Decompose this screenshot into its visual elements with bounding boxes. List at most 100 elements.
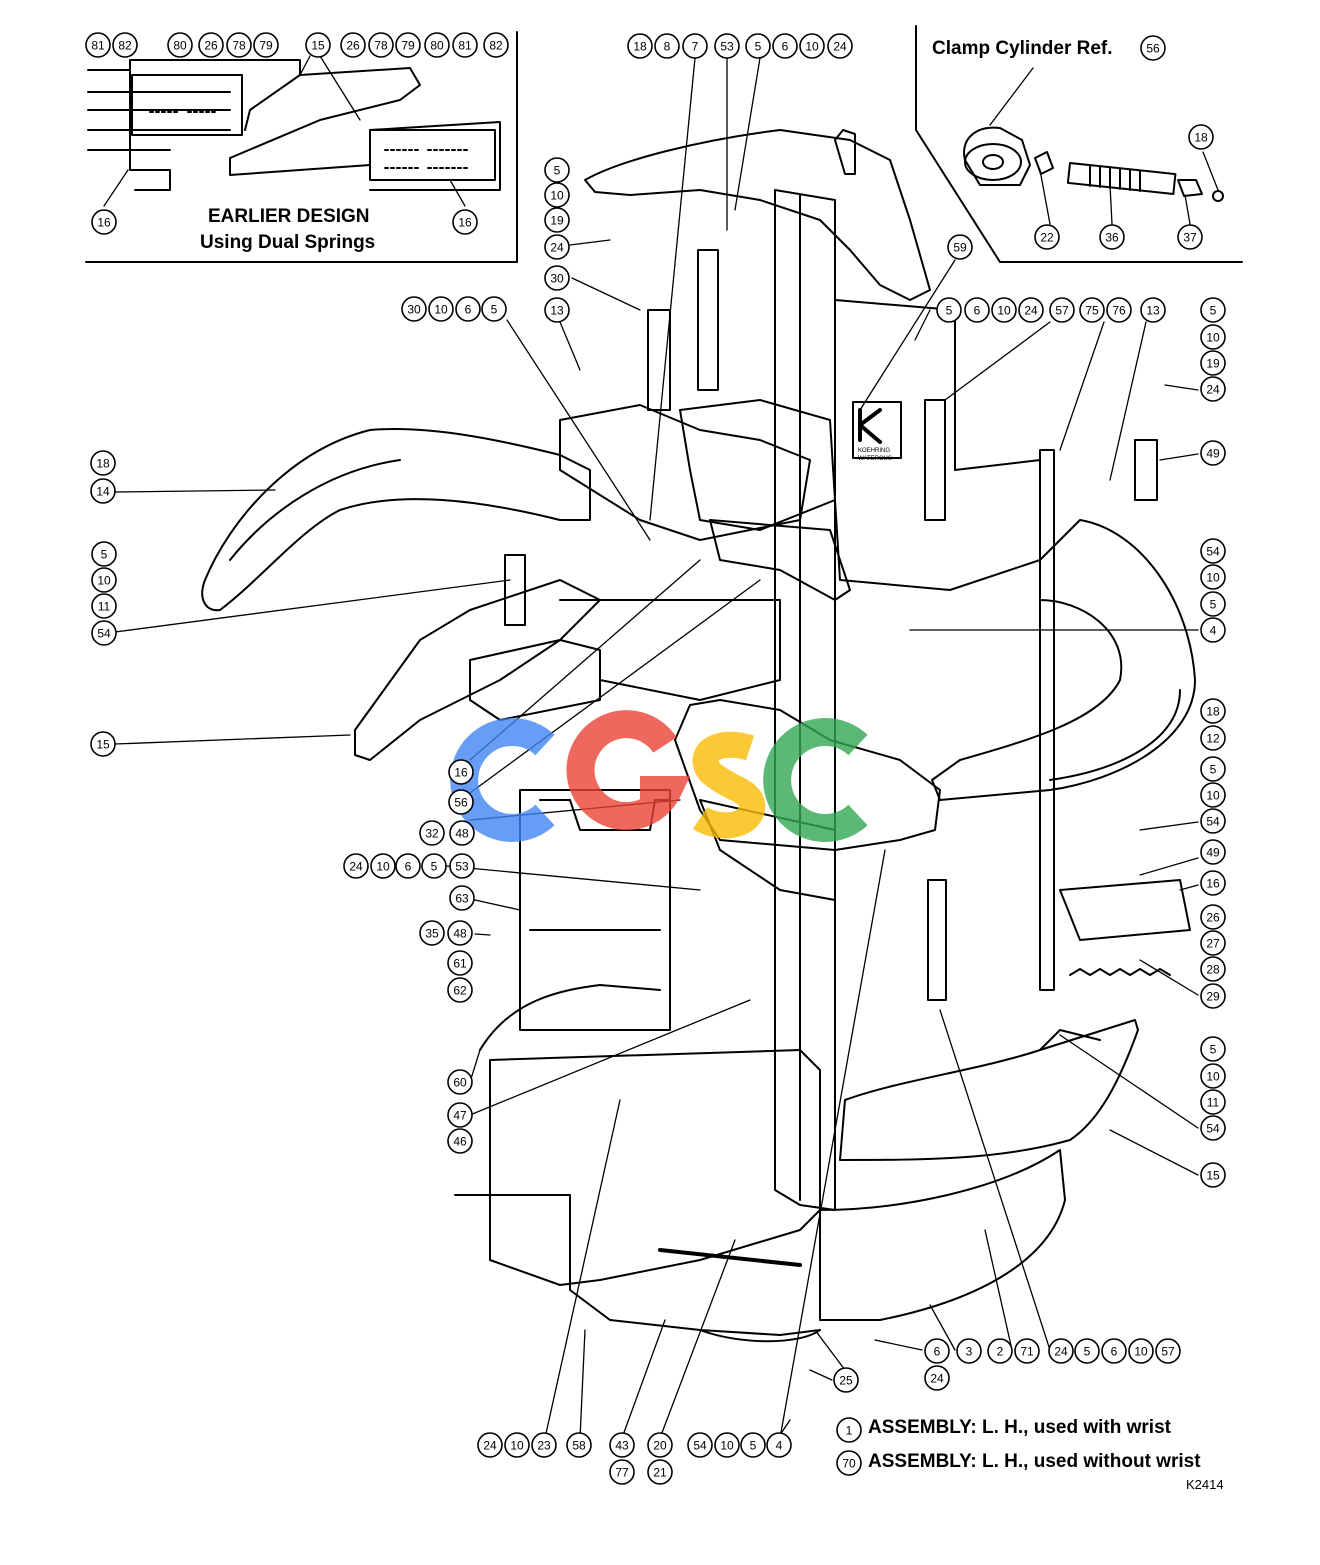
callout-number: 5 — [1210, 1043, 1217, 1057]
callout-number: 5 — [1084, 1345, 1091, 1359]
callout-number: 5 — [1210, 598, 1217, 612]
base-housing — [454, 1049, 1066, 1343]
callout-number: 54 — [693, 1439, 707, 1453]
callout-4: 4 — [766, 1432, 792, 1458]
central-column — [774, 189, 836, 1211]
callout-number: 5 — [1210, 304, 1217, 318]
callout-number: 24 — [1206, 383, 1220, 397]
callout-number: 63 — [455, 892, 469, 906]
callout-11: 11 — [91, 593, 117, 619]
callout-10: 10 — [714, 1432, 740, 1458]
callout-number: 56 — [454, 796, 468, 810]
callout-5: 5 — [745, 33, 771, 59]
callout-5: 5 — [421, 853, 447, 879]
callout-number: 5 — [755, 40, 762, 54]
callout-6: 6 — [964, 297, 990, 323]
callout-number: 48 — [453, 927, 467, 941]
callout-number: 10 — [720, 1439, 734, 1453]
callout-number: 15 — [1206, 1169, 1220, 1183]
callout-number: 75 — [1085, 304, 1099, 318]
callout-number: 5 — [946, 304, 953, 318]
callout-number: 79 — [259, 39, 273, 53]
callout-number: 16 — [454, 766, 468, 780]
watermark-letter-g — [566, 710, 691, 831]
callout-number: 10 — [997, 304, 1011, 318]
callout-number: 57 — [1161, 1345, 1175, 1359]
callout-81: 81 — [452, 32, 478, 58]
callout-number: 20 — [653, 1439, 667, 1453]
callout-number: 49 — [1206, 846, 1220, 860]
callout-13: 13 — [1140, 297, 1166, 323]
left-upper-arm — [201, 428, 591, 612]
callout-47: 47 — [447, 1102, 473, 1128]
callout-number: 3 — [966, 1345, 973, 1359]
callout-number: 12 — [1206, 732, 1220, 746]
callout-25: 25 — [833, 1367, 859, 1393]
callout-number: 10 — [805, 40, 819, 54]
callout-number: 6 — [405, 860, 412, 874]
callout-number: 80 — [430, 39, 444, 53]
callout-15: 15 — [305, 32, 331, 58]
callout-number: 5 — [431, 860, 438, 874]
watermark-letter-c2 — [763, 718, 868, 842]
callout-number: 24 — [930, 1372, 944, 1386]
callout-18: 18 — [1188, 124, 1214, 150]
callout-10: 10 — [1128, 1338, 1154, 1364]
callout-5: 5 — [544, 157, 570, 183]
inset-caption-line1: EARLIER DESIGN — [208, 206, 370, 227]
callout-number: 23 — [537, 1439, 551, 1453]
callout-number: 81 — [91, 39, 105, 53]
callout-10: 10 — [544, 182, 570, 208]
callout-number: 14 — [96, 485, 110, 499]
legend-assembly-with-wrist: ASSEMBLY: L. H., used with wrist — [868, 1417, 1171, 1438]
callout-48: 48 — [449, 820, 475, 846]
callout-77: 77 — [609, 1459, 635, 1485]
callout-15: 15 — [1200, 1162, 1226, 1188]
callout-number: 22 — [1040, 231, 1054, 245]
callout-5: 5 — [481, 296, 507, 322]
callout-number: 61 — [453, 957, 467, 971]
callout-number: 24 — [1024, 304, 1038, 318]
callout-76: 76 — [1106, 297, 1132, 323]
callout-number: 1 — [846, 1424, 853, 1438]
right-upper-arm — [931, 519, 1196, 801]
callout-number: 8 — [664, 40, 671, 54]
inset-borders — [85, 25, 1243, 263]
callout-10: 10 — [370, 853, 396, 879]
cgsc-watermark — [450, 710, 868, 842]
callout-number: 6 — [1111, 1345, 1118, 1359]
callout-number: 16 — [1206, 877, 1220, 891]
callout-59: 59 — [947, 234, 973, 260]
logo-text-line1: KOEHRING — [858, 448, 890, 454]
callout-48: 48 — [447, 920, 473, 946]
callout-number: 80 — [173, 39, 187, 53]
legend-callout-70: 70 — [836, 1450, 862, 1476]
callout-23: 23 — [531, 1432, 557, 1458]
callout-number: 26 — [204, 39, 218, 53]
callout-79: 79 — [395, 32, 421, 58]
callout-4: 4 — [1200, 617, 1226, 643]
callout-number: 10 — [1206, 1070, 1220, 1084]
callout-number: 25 — [839, 1374, 853, 1388]
callout-number: 18 — [1194, 131, 1208, 145]
callout-number: 32 — [425, 827, 439, 841]
callout-number: 24 — [833, 40, 847, 54]
callout-5: 5 — [1200, 591, 1226, 617]
callout-number: 10 — [550, 189, 564, 203]
callout-number: 18 — [633, 40, 647, 54]
callout-number: 37 — [1183, 231, 1197, 245]
callout-5: 5 — [936, 297, 962, 323]
callout-24: 24 — [1048, 1338, 1074, 1364]
callout-number: 47 — [453, 1109, 467, 1123]
callout-number: 5 — [1210, 763, 1217, 777]
callout-number: 24 — [1054, 1345, 1068, 1359]
callout-10: 10 — [1200, 1063, 1226, 1089]
callout-26: 26 — [1200, 904, 1226, 930]
callout-number: 54 — [97, 627, 111, 641]
callout-number: 30 — [407, 303, 421, 317]
callout-number: 77 — [615, 1466, 629, 1480]
callout-54: 54 — [687, 1432, 713, 1458]
callout-60: 60 — [447, 1069, 473, 1095]
